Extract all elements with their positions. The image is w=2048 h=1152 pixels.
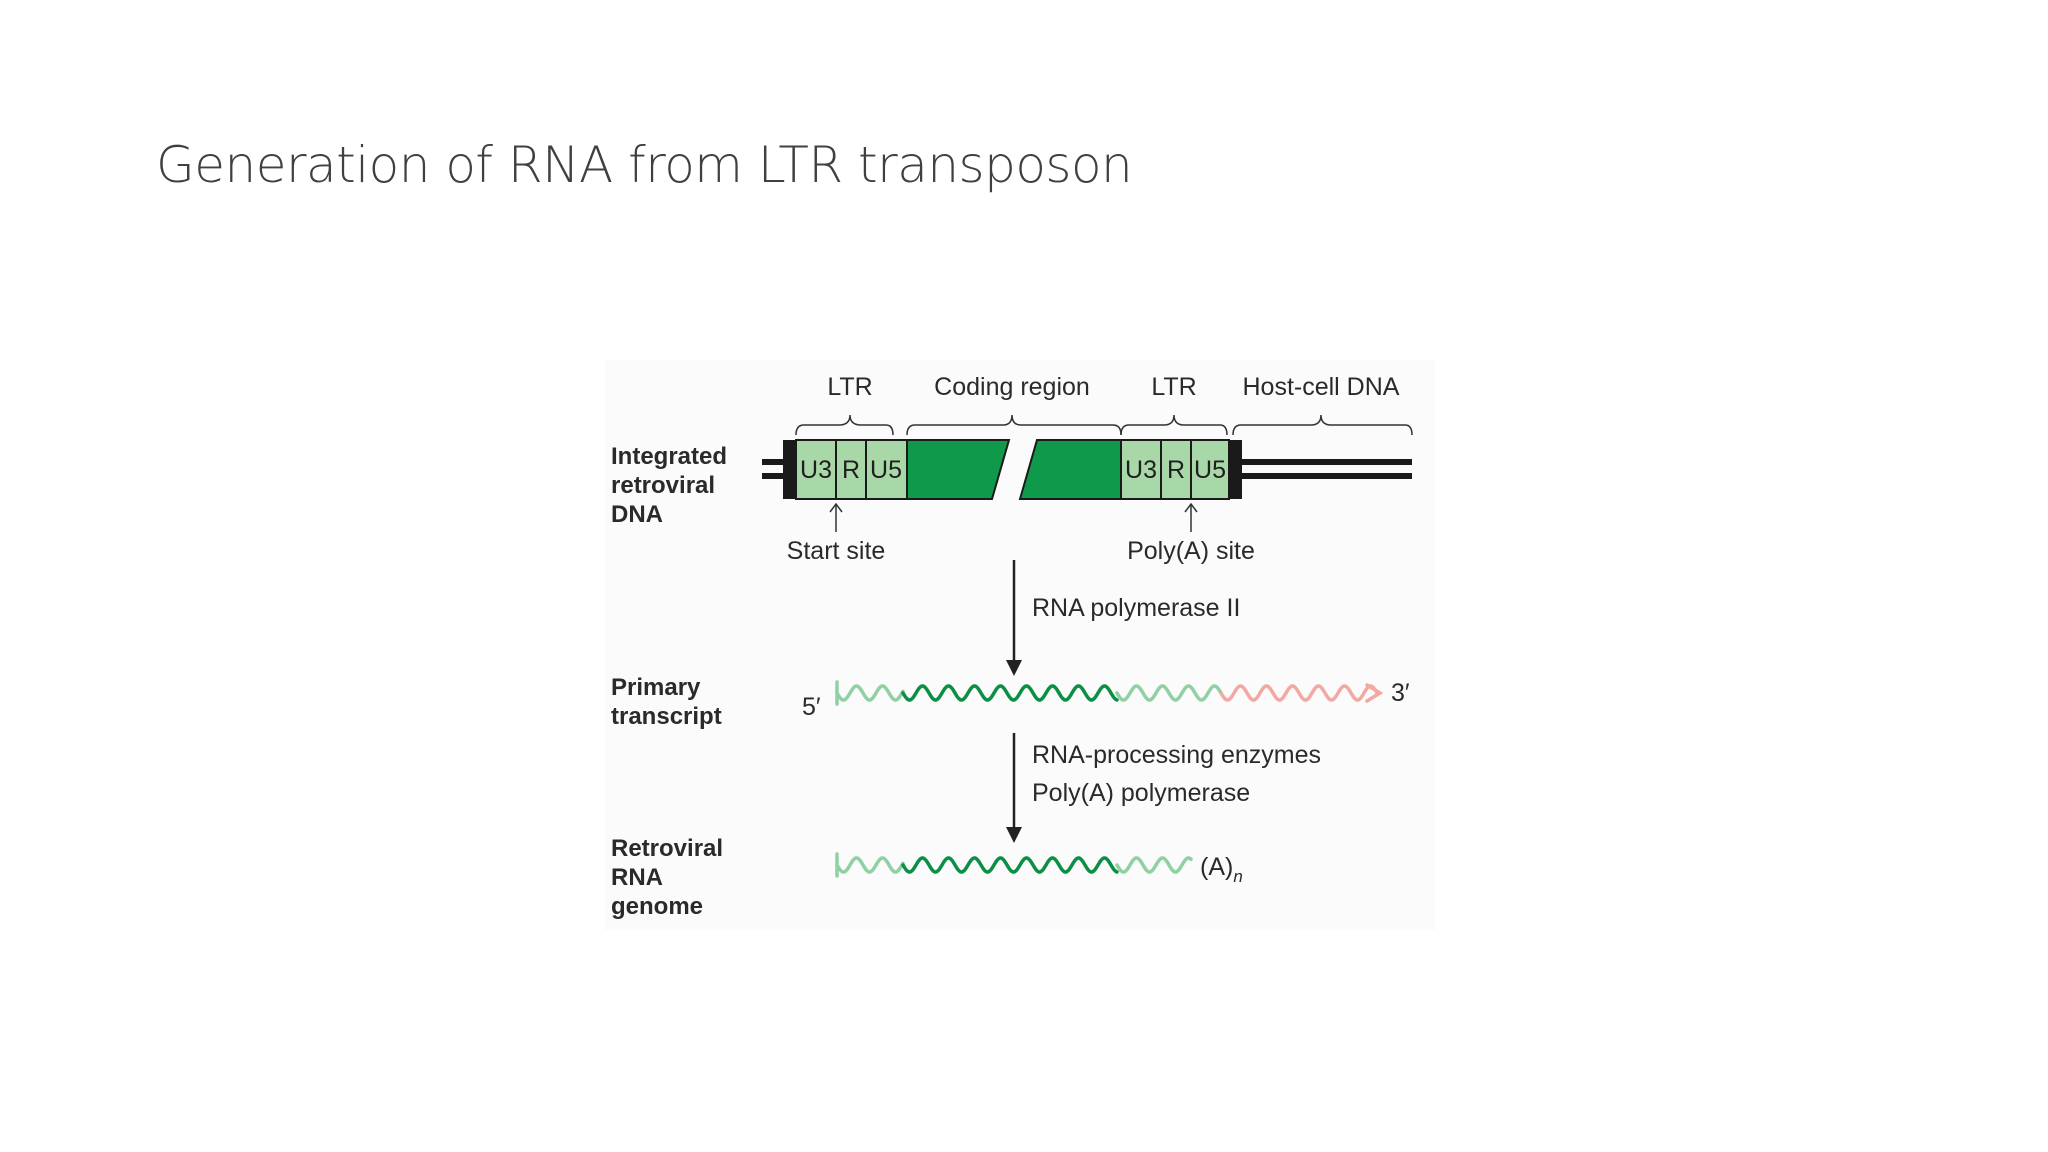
brace-host-cell-dna [1232,414,1413,436]
dna-end-cap-right [1229,440,1242,499]
genome-ltr-segment [835,856,905,874]
side-label-line: RNA [611,864,663,891]
integrated-dna: U3 R U5 U3 R U5 [762,439,1412,500]
side-label-line: genome [611,893,703,920]
transcript-host-segment [1219,684,1379,702]
start-site-arrowhead [829,502,843,513]
label-host-cell-dna: Host-cell DNA [1243,373,1400,401]
transcript-ltr-segment [1115,684,1223,702]
five-prime-label: 5′ [802,693,821,721]
braces [795,414,1413,436]
side-label-line: DNA [611,501,663,528]
step2-arrow [1006,733,1022,843]
coding-region-right [1018,439,1122,500]
label-ltr-right: LTR [1151,373,1196,401]
side-label-genome: Retroviral RNA genome [611,835,723,920]
side-label-line: Retroviral [611,835,723,862]
genome-coding-segment [901,856,1119,874]
side-label-line: retroviral [611,472,715,499]
ltr-right-u3: U3 [1125,456,1157,484]
label-coding-region: Coding region [934,373,1090,401]
transcript-3-prime-arrowhead [1365,683,1384,703]
brace-coding-region [906,414,1122,436]
site-markers [829,502,1198,532]
host-dna-left-strand-top [762,459,790,465]
ltr-right-r: R [1167,456,1185,484]
coding-region-left [906,439,1011,500]
host-dna-right-strand-bottom [1241,473,1412,479]
start-site-label: Start site [787,537,886,565]
step2-enzyme-label: Poly(A) polymerase [1032,779,1250,807]
ltr-left-box [795,439,908,500]
host-dna-right-strand-top [1241,459,1412,465]
side-label-line: transcript [611,703,722,730]
step2-enzyme-label: RNA-processing enzymes [1032,741,1321,769]
diagram-svg: LTR Coding region LTR Host-cell DNA Inte… [611,373,1413,920]
side-label-line: Primary [611,674,701,701]
label-ltr-left: LTR [827,373,872,401]
slide-title: Generation of RNA from LTR transposon [156,136,1133,194]
side-label-line: Integrated [611,443,727,470]
step1-enzyme-label: RNA polymerase II [1032,594,1240,622]
ltr-transcription-figure: LTR Coding region LTR Host-cell DNA Inte… [605,360,1435,930]
polya-tail-text: (A) [1200,853,1233,881]
primary-transcript [835,680,1384,706]
genome-ltr-segment [1115,856,1193,874]
side-label-integrated: Integrated retroviral DNA [611,443,727,528]
polya-site-arrowhead [1184,502,1198,513]
transcript-coding-segment [901,684,1119,702]
brace-ltr-left [795,414,894,436]
host-dna-left-strand-bottom [762,473,790,479]
side-label-primary: Primary transcript [611,674,722,730]
ltr-left-u3: U3 [800,456,832,484]
polya-tail-label: (A)n [1200,853,1243,886]
ltr-right-u5: U5 [1194,456,1226,484]
ltr-right-box [1120,439,1230,500]
polya-site-label: Poly(A) site [1127,537,1255,565]
ltr-left-u5: U5 [870,456,902,484]
ltr-left-r: R [842,456,860,484]
transcript-ltr-segment [835,684,905,702]
retroviral-rna-genome [835,852,1193,878]
brace-ltr-right [1120,414,1228,436]
step1-arrow [1006,560,1022,676]
polya-tail-subscript: n [1233,867,1242,886]
dna-end-cap-left [783,440,796,499]
three-prime-label: 3′ [1391,679,1410,707]
